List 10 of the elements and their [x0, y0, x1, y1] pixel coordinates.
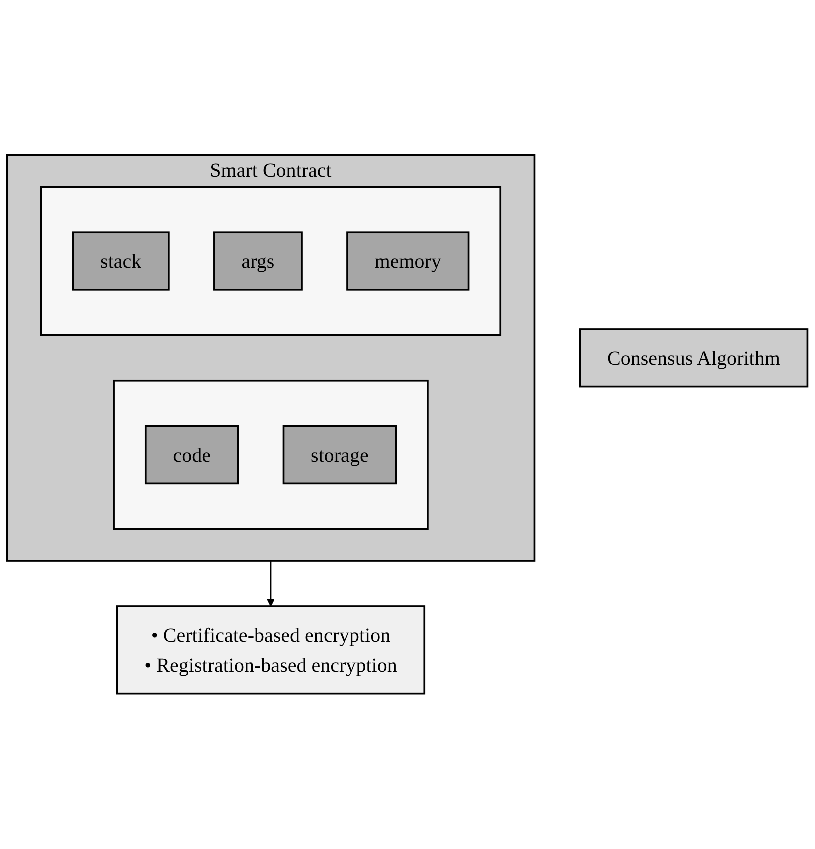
cluster [40, 186, 502, 336]
node-box: args [214, 232, 303, 291]
node-box: storage [282, 425, 398, 485]
arrow [267, 560, 275, 607]
node-box: memory [346, 232, 470, 291]
node-box: Consensus Algorithm [579, 328, 809, 388]
node-box: • Certificate-based encryption • Registration-based encryption [116, 606, 426, 695]
cluster [113, 380, 429, 530]
node-box: code [144, 425, 240, 485]
node-box: stack [72, 232, 170, 291]
